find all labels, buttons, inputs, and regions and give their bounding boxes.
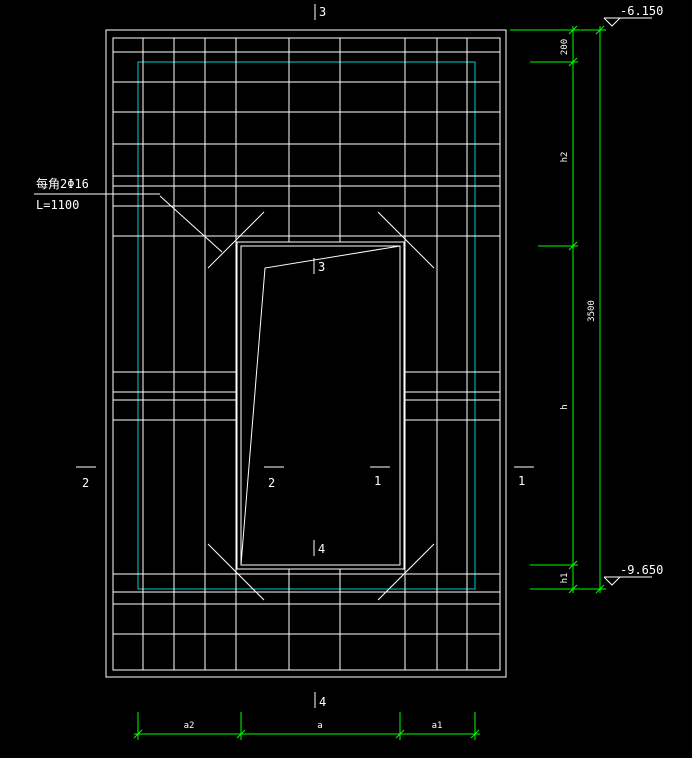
rebar-note-line2: L=1100: [36, 198, 79, 212]
svg-text:1: 1: [518, 474, 525, 488]
elevation-bottom: -9.650: [603, 563, 663, 586]
svg-text:3: 3: [319, 5, 326, 19]
inner-boundary: [112, 37, 501, 671]
opening-inner: [240, 245, 401, 566]
section-marker-left: 2: [76, 466, 96, 490]
section-marker-inner-right: 1: [370, 466, 390, 488]
rebar-note: 每角2Φ16 L=1100: [34, 176, 160, 212]
svg-text:2: 2: [82, 476, 89, 490]
elevation-top: -6.150: [603, 4, 663, 27]
corner-bar-top-right: [377, 211, 435, 269]
svg-text:1: 1: [374, 474, 381, 488]
opening-outer: [236, 241, 405, 570]
dim-200: 200: [560, 39, 570, 55]
svg-text:3: 3: [318, 260, 325, 274]
horizontal-dimensions: a2 a a1: [133, 712, 480, 740]
section-marker-inner-left: 2: [264, 466, 284, 490]
section-marker-inner-bottom: 4: [313, 540, 325, 556]
corner-bar-top-left: [207, 211, 265, 269]
corner-bar-bottom-left: [207, 543, 265, 601]
dim-a: a: [317, 721, 322, 731]
svg-text:2: 2: [268, 476, 275, 490]
corner-bar-bottom-right: [377, 543, 435, 601]
dim-h2: h2: [560, 152, 570, 163]
vertical-dimensions: 200 h2 h h1 3500: [510, 25, 606, 594]
cover-line: [137, 61, 476, 590]
svg-text:-6.150: -6.150: [620, 4, 663, 18]
dim-h1: h1: [560, 573, 570, 584]
section-marker-inner-top: 3: [313, 258, 325, 274]
dim-a1: a1: [432, 721, 443, 731]
svg-text:4: 4: [319, 695, 326, 709]
svg-text:4: 4: [318, 542, 325, 556]
svg-text:-9.650: -9.650: [620, 563, 663, 577]
corner-bar-top-left-2: [159, 195, 223, 253]
dim-h: h: [560, 404, 570, 409]
rebar-grid: [113, 38, 500, 670]
outer-boundary: [105, 29, 507, 678]
dim-a2: a2: [184, 721, 195, 731]
section-marker-right: 1: [514, 466, 534, 488]
section-marker-bottom: 4: [314, 692, 326, 709]
rebar-note-line1: 每角2Φ16: [36, 176, 89, 191]
bent-bar: [240, 245, 401, 566]
dim-3500: 3500: [587, 300, 597, 322]
section-marker-top: 3: [314, 4, 326, 20]
